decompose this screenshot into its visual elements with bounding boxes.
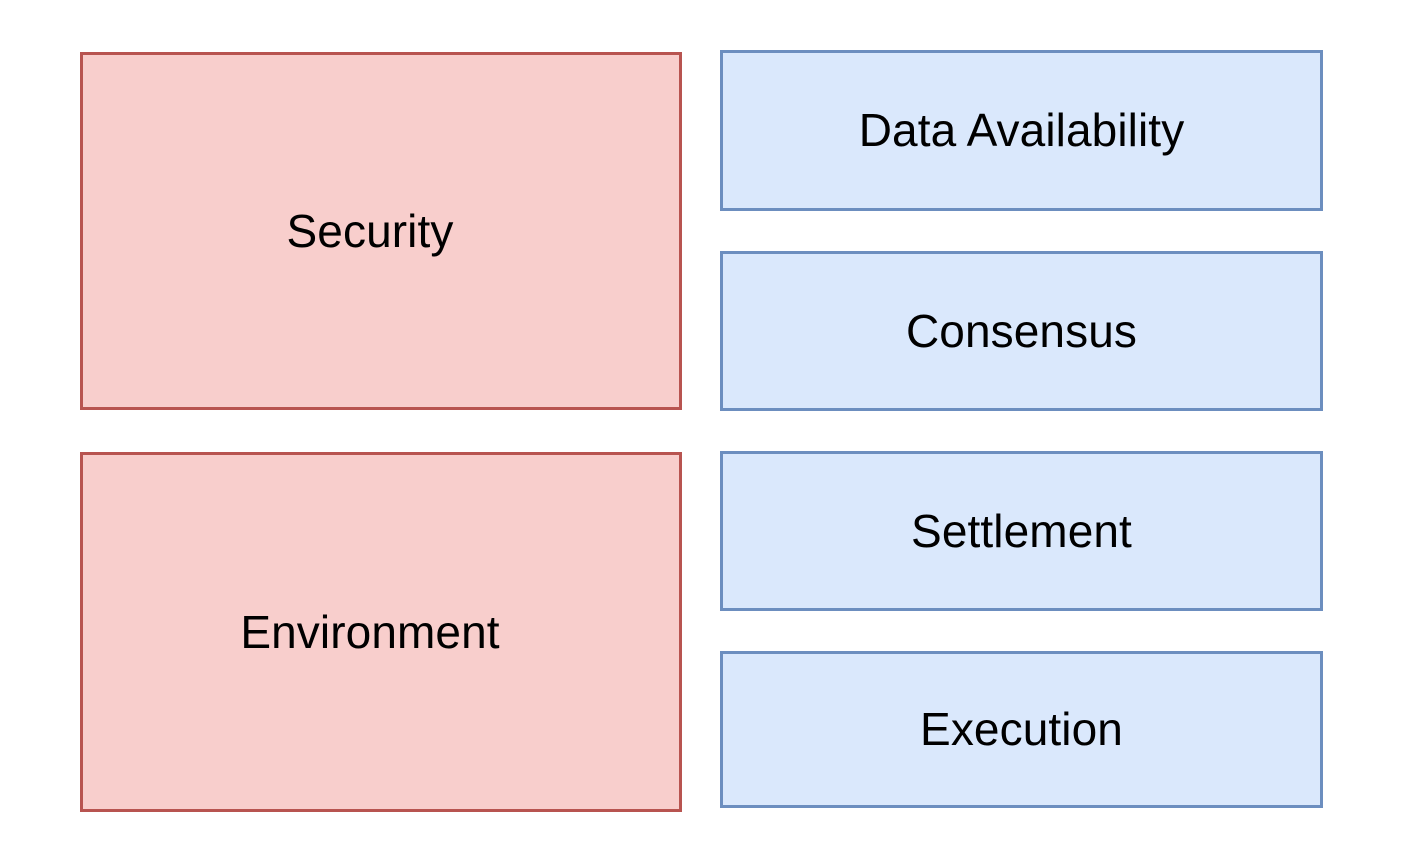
node-settlement-label: Settlement xyxy=(911,504,1132,557)
node-data-availability-label: Data Availability xyxy=(858,104,1185,157)
node-consensus[interactable]: Consensus xyxy=(720,251,1323,411)
node-execution[interactable]: Execution xyxy=(720,651,1323,808)
node-environment[interactable]: Environment xyxy=(80,452,682,812)
node-execution-label: Execution xyxy=(920,703,1123,756)
node-security[interactable]: Security xyxy=(80,52,682,410)
node-data-availability[interactable]: Data Availability xyxy=(720,50,1323,211)
node-environment-label: Environment xyxy=(240,605,500,658)
node-settlement[interactable]: Settlement xyxy=(720,451,1323,611)
node-consensus-label: Consensus xyxy=(905,304,1138,357)
node-security-label: Security xyxy=(286,204,454,257)
